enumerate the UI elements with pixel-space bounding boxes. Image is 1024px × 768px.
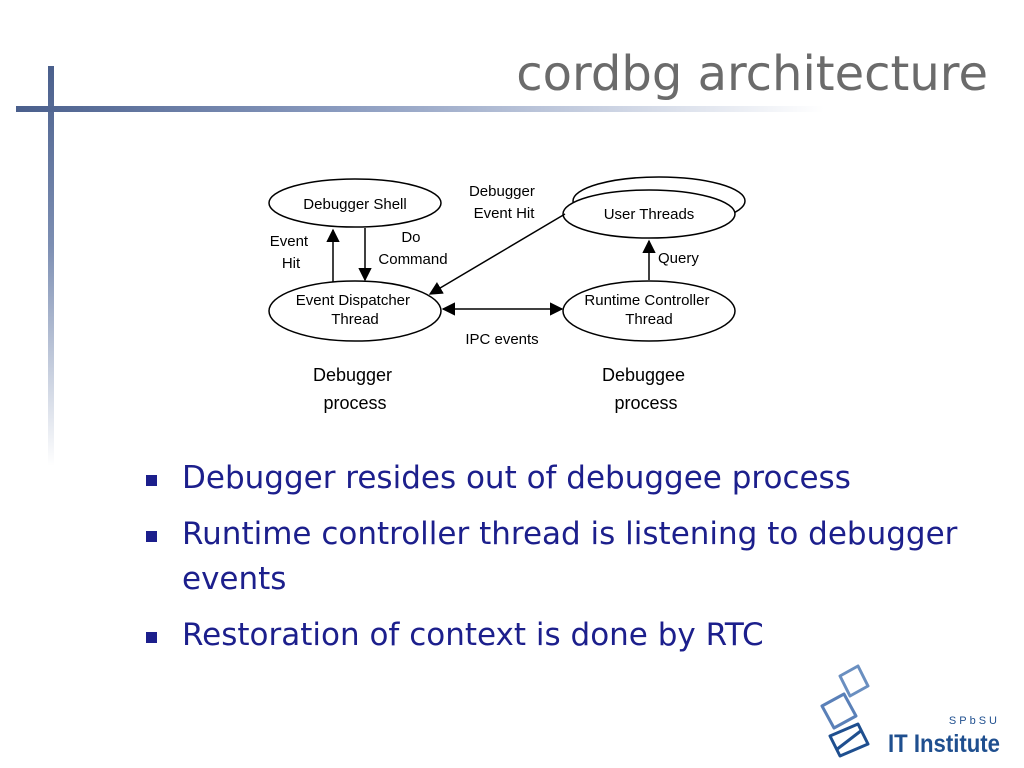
do-command-line-2: Command xyxy=(378,251,447,268)
debuggee-process-line-2: process xyxy=(614,393,677,413)
bullet-text: Debugger resides out of debuggee process xyxy=(182,460,851,496)
debugger-event-hit-label: Debugger Event Hit xyxy=(469,183,539,222)
debugger-process-caption: Debugger process xyxy=(313,365,397,413)
event-hit-line-1: Event xyxy=(270,233,309,250)
slide-title: cordbg architecture xyxy=(516,46,988,102)
event-hit-line-2: Hit xyxy=(282,255,301,272)
user-threads-node xyxy=(562,189,736,239)
event-dispatcher-line-2: Thread xyxy=(331,311,379,328)
decor-vertical-line xyxy=(48,66,54,466)
runtime-controller-line-2: Thread xyxy=(625,311,673,328)
query-label: Query xyxy=(658,250,699,267)
it-institute-logo: SPbSU IT Institute xyxy=(820,664,1000,758)
ipc-events-label: IPC events xyxy=(465,331,538,348)
debugger-process-line-1: Debugger xyxy=(313,365,392,385)
do-command-line-1: Do xyxy=(401,229,420,246)
logo-squares-icon xyxy=(820,664,870,758)
bullet-item: Debugger resides out of debuggee process xyxy=(146,456,966,501)
debugger-event-hit-line-1: Debugger xyxy=(469,183,535,200)
event-hit-label: Event Hit xyxy=(270,233,313,272)
bullet-item: Restoration of context is done by RTC xyxy=(146,613,966,658)
bullet-text: Runtime controller thread is listening t… xyxy=(182,516,958,597)
bullet-item: Runtime controller thread is listening t… xyxy=(146,512,966,602)
do-command-label: Do Command xyxy=(378,229,447,268)
debugger-event-hit-line-2: Event Hit xyxy=(474,205,536,222)
runtime-controller-label: Runtime Controller Thread xyxy=(584,292,713,328)
bullet-square-icon xyxy=(146,632,157,643)
decor-horizontal-line xyxy=(16,106,824,112)
event-dispatcher-label: Event Dispatcher Thread xyxy=(296,292,414,328)
event-dispatcher-line-1: Event Dispatcher xyxy=(296,292,410,309)
bullet-text: Restoration of context is done by RTC xyxy=(182,617,764,653)
bullet-square-icon xyxy=(146,531,157,542)
architecture-diagram: Debugger Shell Event Dispatcher Thread E… xyxy=(268,176,746,413)
debugger-shell-node xyxy=(268,178,442,228)
debugger-shell-label: Debugger Shell xyxy=(303,196,406,213)
debuggee-process-caption: Debuggee process xyxy=(602,365,690,413)
bullet-square-icon xyxy=(146,475,157,486)
logo-small-text: SPbSU xyxy=(949,715,1000,727)
debuggee-process-line-1: Debuggee xyxy=(602,365,685,385)
bullet-list: Debugger resides out of debuggee process… xyxy=(146,456,966,669)
debugger-process-line-2: process xyxy=(323,393,386,413)
user-threads-label: User Threads xyxy=(604,206,695,223)
logo-main-text: IT Institute xyxy=(888,730,1000,758)
debugger-event-hit-arrow xyxy=(428,213,566,295)
event-dispatcher-node xyxy=(268,280,442,342)
runtime-controller-line-1: Runtime Controller xyxy=(584,292,709,309)
